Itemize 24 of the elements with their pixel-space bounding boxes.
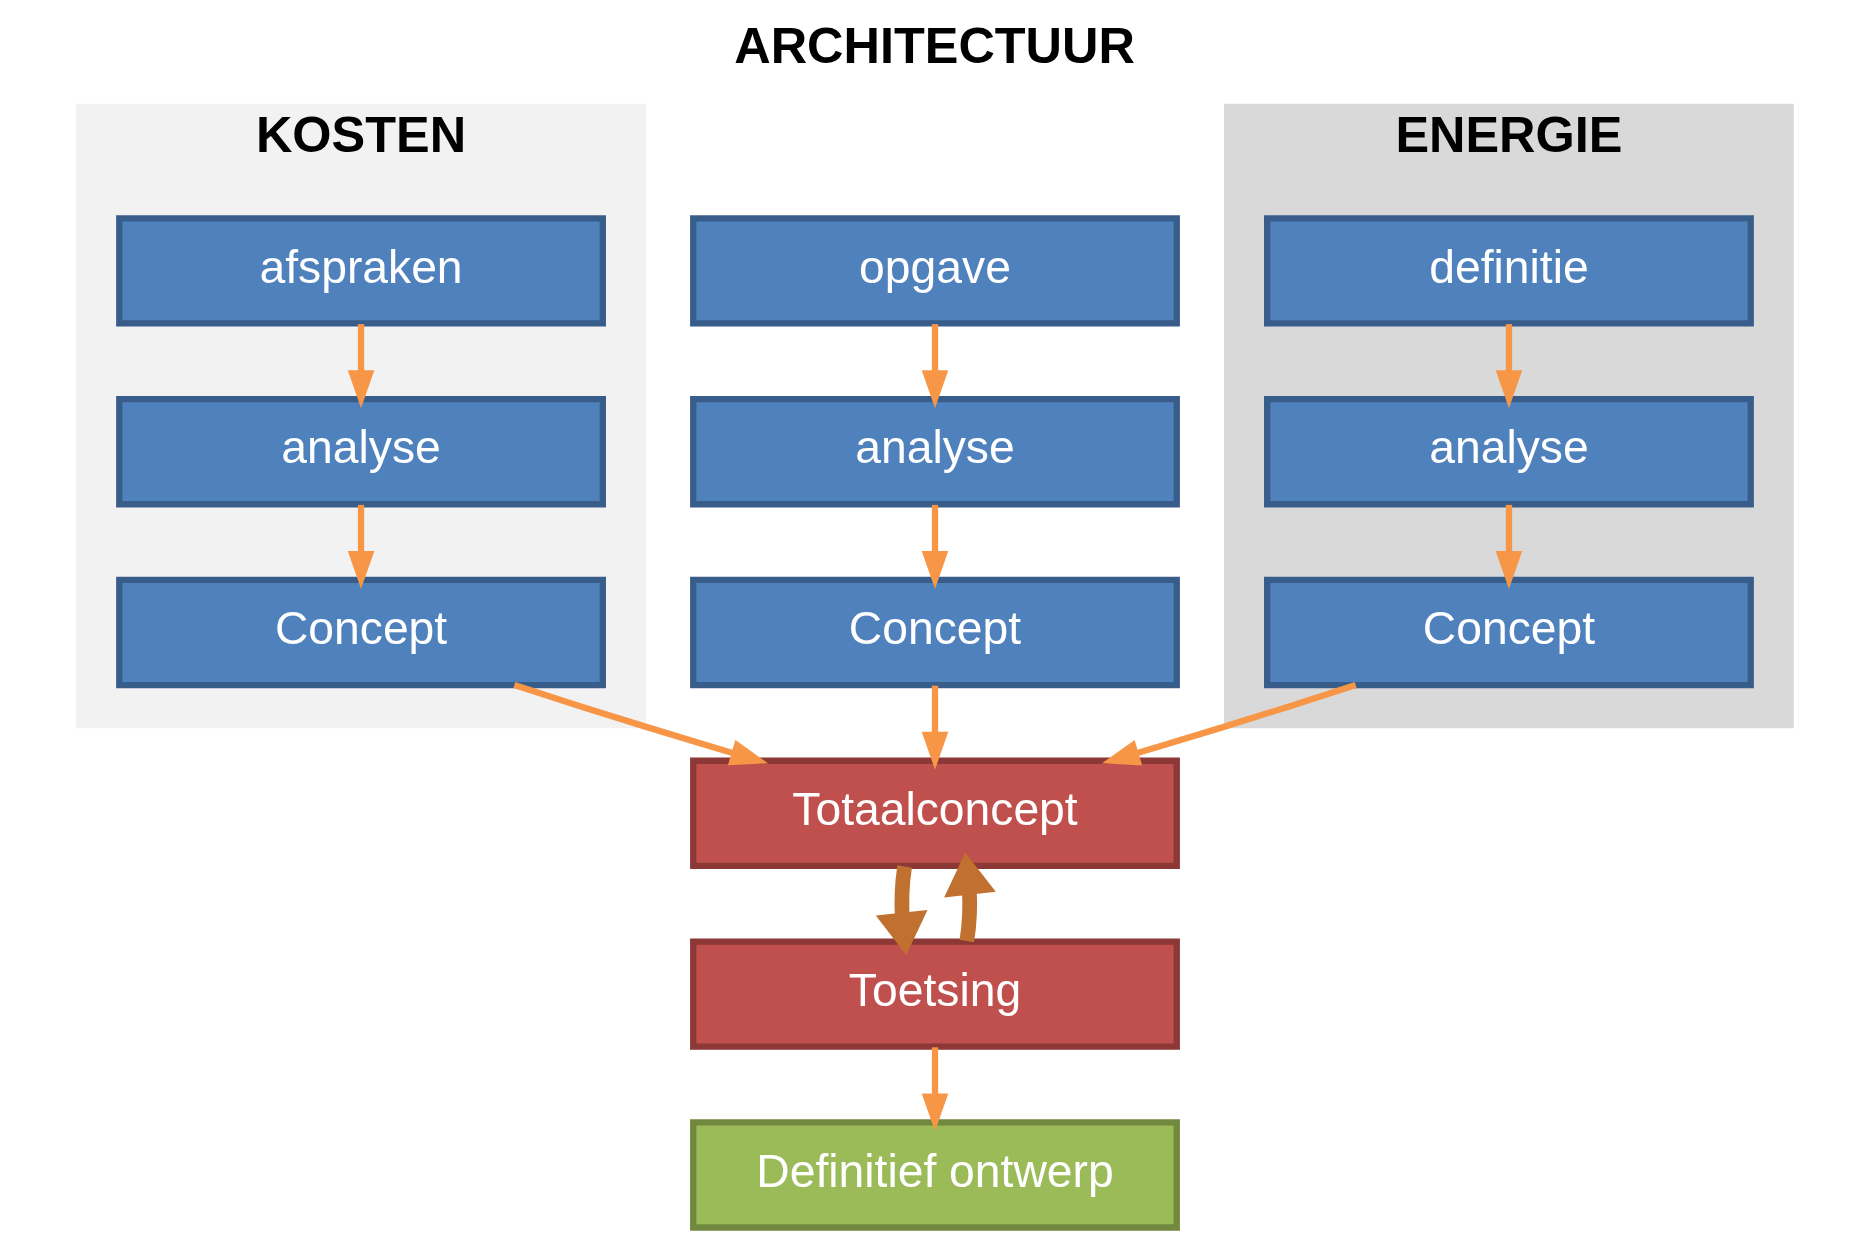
node-box: definitie xyxy=(1263,215,1754,327)
arrow xyxy=(921,324,948,409)
node-box: Definitief ontwerp xyxy=(689,1119,1180,1231)
arrow xyxy=(921,1047,948,1132)
node-box: afspraken xyxy=(115,215,606,327)
arrow xyxy=(1495,324,1522,409)
node-box: Toetsing xyxy=(689,938,1180,1050)
node-box: analyse xyxy=(115,396,606,508)
node-box: Concept xyxy=(115,576,606,689)
arrow xyxy=(1495,504,1522,589)
arrow xyxy=(943,852,996,943)
arrow xyxy=(921,685,948,770)
node-box: Concept xyxy=(689,576,1180,689)
label: ARCHITECTUUR xyxy=(733,17,1135,75)
arrow xyxy=(347,324,374,409)
arrow xyxy=(921,504,948,589)
node-box: Totaalconcept xyxy=(689,757,1180,870)
node-box: opgave xyxy=(689,215,1180,327)
node-box: analyse xyxy=(1263,396,1754,508)
arrow xyxy=(1101,682,1357,766)
node-box: Concept xyxy=(1263,576,1754,689)
arrow xyxy=(347,504,374,589)
arrow xyxy=(512,682,768,766)
node-box: analyse xyxy=(689,396,1180,508)
